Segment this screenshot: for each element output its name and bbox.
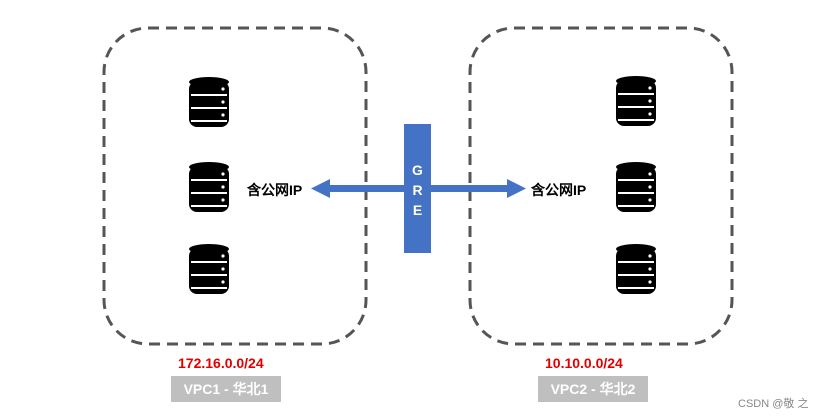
vpc2-name-tag: VPC2 - 华北2 <box>538 376 648 402</box>
vpc2-cidr: 10.10.0.0/24 <box>545 355 623 371</box>
database-server-icon <box>615 243 657 295</box>
vpc1-public-ip-label: 含公网IP <box>247 182 303 198</box>
gre-letter: E <box>412 202 423 218</box>
gre-letter: R <box>412 182 423 198</box>
gre-tunnel-bar: G R E <box>404 124 431 253</box>
database-server-icon <box>615 161 657 213</box>
vpc1-cidr: 172.16.0.0/24 <box>178 355 264 371</box>
vpc1-name-tag: VPC1 - 华北1 <box>171 376 281 402</box>
database-server-icon <box>615 75 657 127</box>
database-server-icon <box>188 161 230 213</box>
watermark: CSDN @敬 之 <box>738 398 809 410</box>
database-server-icon <box>188 76 230 128</box>
database-server-icon <box>188 243 230 295</box>
vpc2-public-ip-label: 含公网IP <box>531 182 587 198</box>
gre-letter: G <box>412 162 423 178</box>
right-arrow <box>431 179 526 198</box>
left-arrow <box>311 179 404 198</box>
